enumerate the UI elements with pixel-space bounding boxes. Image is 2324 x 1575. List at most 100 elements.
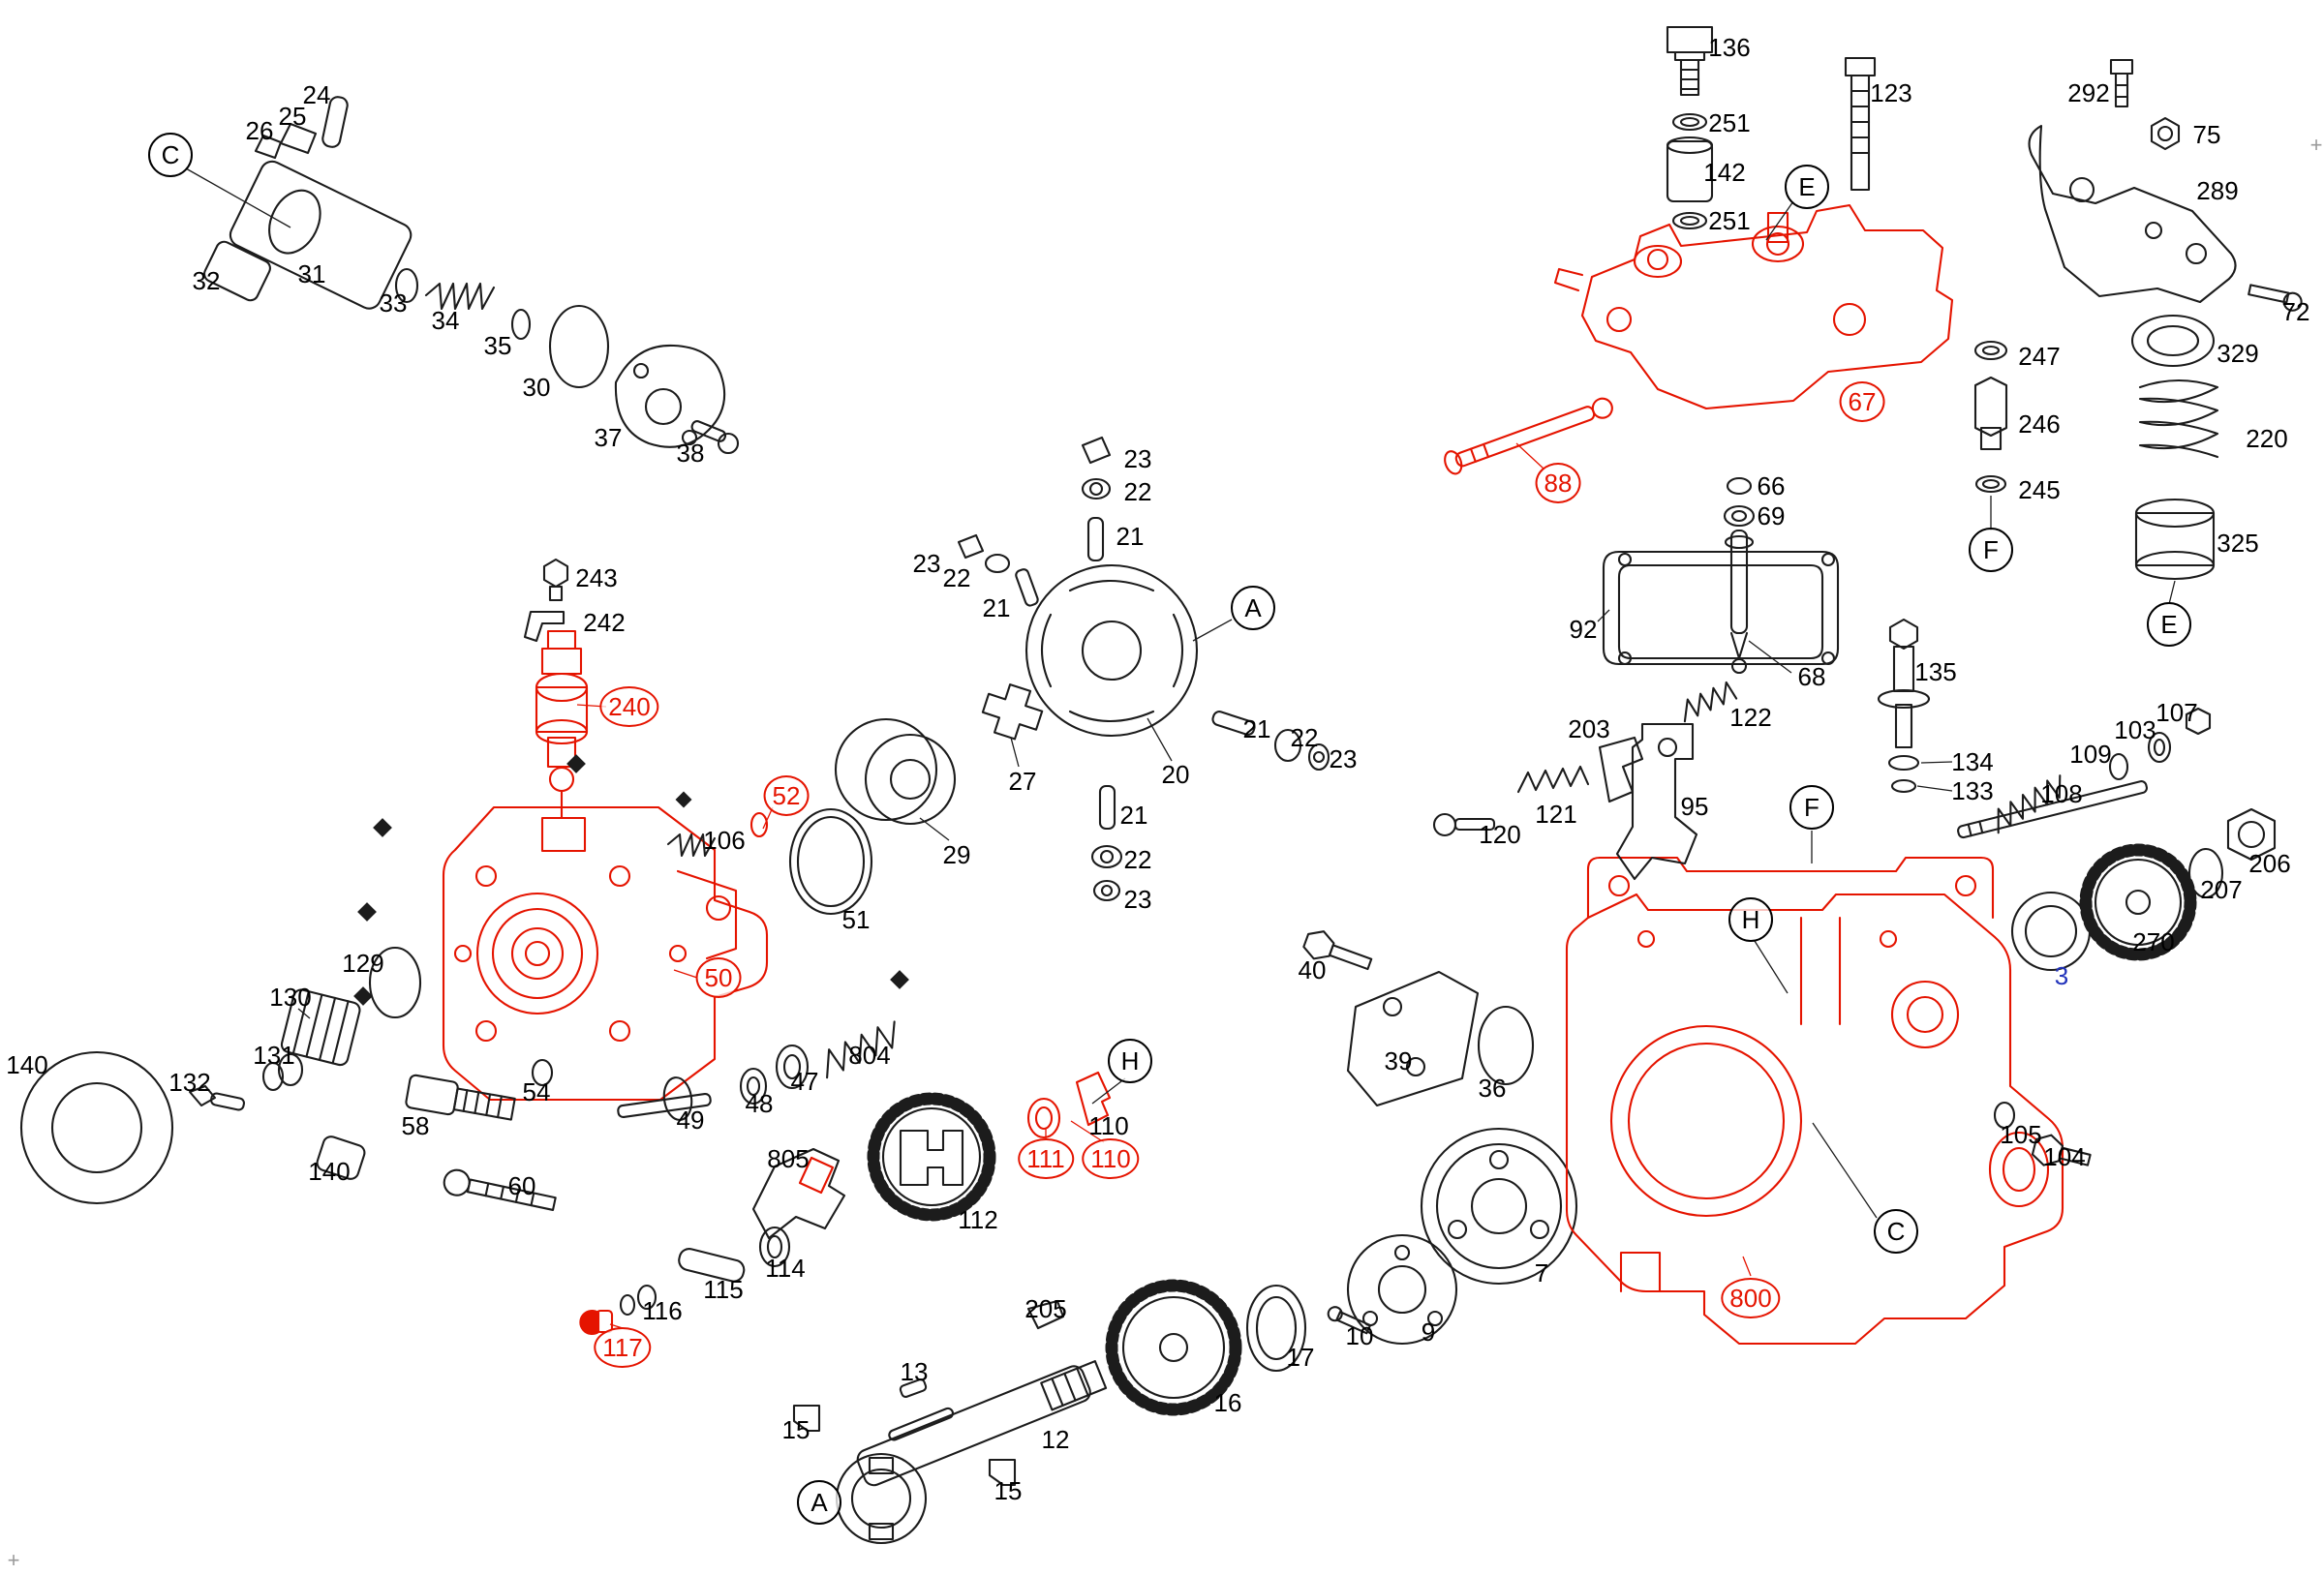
part-number-26: 26 (245, 116, 274, 145)
part-number-205: 205 (1024, 1294, 1067, 1323)
part-link-50[interactable]: 50 (695, 957, 742, 998)
part-number-105: 105 (2000, 1120, 2042, 1149)
part-link-240[interactable]: 240 (599, 686, 659, 727)
part-number-107: 107 (2156, 698, 2198, 727)
part-number-130: 130 (269, 983, 312, 1012)
part-number-21: 21 (982, 593, 1011, 622)
part-bolt-243-bracket-242 (523, 558, 569, 643)
part-link-111[interactable]: 111 (1018, 1138, 1074, 1179)
part-number-247: 247 (2018, 342, 2061, 371)
part-number-805: 805 (767, 1144, 810, 1173)
part-number-23: 23 (1123, 444, 1152, 473)
part-number-58: 58 (401, 1111, 430, 1140)
part-governor-internals (1432, 476, 1756, 881)
section-callout-C: C (1874, 1209, 1918, 1254)
part-number-325: 325 (2217, 529, 2259, 558)
part-number-108: 108 (2040, 779, 2083, 808)
part-link-67[interactable]: 67 (1839, 381, 1885, 422)
part-number-103: 103 (2114, 715, 2156, 744)
part-number-135: 135 (1914, 657, 1957, 686)
part-link-117[interactable]: 117 (594, 1327, 652, 1368)
part-number-23: 23 (1329, 744, 1358, 773)
part-clamps-110-111 (1026, 1071, 1112, 1139)
part-timer-assembly (203, 96, 740, 455)
part-number-68: 68 (1797, 662, 1826, 691)
part-plug-117 (579, 1309, 614, 1335)
part-number-22: 22 (1123, 477, 1152, 506)
part-number-34: 34 (431, 306, 460, 335)
crop-mark: + (7, 1548, 20, 1572)
part-number-206: 206 (2248, 849, 2291, 878)
part-cover-hardware (1666, 25, 1877, 230)
part-number-3[interactable]: 3 (2054, 961, 2069, 990)
part-number-243: 243 (575, 563, 618, 592)
part-number-121: 121 (1535, 800, 1577, 829)
part-number-120: 120 (1479, 820, 1521, 849)
part-number-114: 114 (765, 1254, 806, 1283)
part-number-32: 32 (192, 266, 221, 295)
part-number-242: 242 (583, 608, 626, 637)
part-link-88[interactable]: 88 (1535, 463, 1581, 503)
part-o-ring-51 (788, 807, 873, 916)
part-housing-800 (1565, 856, 2064, 1346)
part-pump-head-50 (442, 805, 769, 1102)
part-number-38: 38 (676, 439, 705, 468)
part-valve-135 (1877, 618, 1931, 794)
part-number-133: 133 (1951, 776, 1994, 805)
part-number-72: 72 (2281, 297, 2310, 326)
part-number-251: 251 (1708, 108, 1751, 137)
part-number-54: 54 (522, 1077, 551, 1106)
part-number-9: 9 (1421, 1318, 1436, 1347)
part-drive-end-right (1957, 707, 2277, 1166)
part-link-52[interactable]: 52 (763, 775, 810, 816)
part-number-246: 246 (2018, 409, 2061, 439)
section-callout-A: A (1231, 586, 1275, 630)
part-delivery-valve-240 (535, 629, 589, 820)
part-number-23: 23 (1123, 885, 1152, 914)
section-callout-C: C (148, 133, 193, 177)
part-number-21: 21 (1242, 714, 1271, 743)
part-number-116: 116 (642, 1296, 683, 1325)
section-callout-E: E (2147, 602, 2191, 647)
part-number-20: 20 (1161, 760, 1190, 789)
part-number-39: 39 (1384, 1046, 1413, 1075)
part-seal-stack-left (19, 946, 896, 1211)
section-callout-H: H (1728, 897, 1773, 942)
part-number-60: 60 (507, 1171, 536, 1200)
part-number-33: 33 (379, 288, 408, 318)
section-callout-E: E (1785, 165, 1829, 209)
part-number-129: 129 (342, 949, 384, 978)
part-number-21: 21 (1116, 522, 1145, 551)
part-number-115: 115 (703, 1275, 744, 1304)
part-number-95: 95 (1680, 792, 1709, 821)
part-number-17: 17 (1286, 1343, 1315, 1372)
part-number-270: 270 (2132, 927, 2175, 956)
part-number-329: 329 (2217, 339, 2259, 368)
part-number-10: 10 (1345, 1321, 1374, 1350)
part-number-203: 203 (1568, 714, 1610, 743)
part-number-140: 140 (6, 1050, 48, 1079)
part-number-22: 22 (1290, 723, 1319, 752)
part-coupling-112 (619, 1092, 996, 1317)
part-number-804: 804 (848, 1041, 891, 1070)
crop-mark: + (2309, 133, 2323, 157)
part-link-110[interactable]: 110 (1082, 1138, 1140, 1179)
part-number-36: 36 (1478, 1074, 1507, 1103)
part-number-24: 24 (302, 80, 331, 109)
part-number-13: 13 (900, 1357, 929, 1386)
part-link-800[interactable]: 800 (1721, 1278, 1781, 1318)
part-guide-805 (751, 1147, 846, 1240)
part-number-37: 37 (594, 423, 623, 452)
part-number-92: 92 (1569, 615, 1598, 644)
part-number-104: 104 (2043, 1142, 2086, 1171)
part-number-140: 140 (308, 1157, 351, 1186)
part-number-30: 30 (522, 373, 551, 402)
part-number-22: 22 (942, 563, 971, 592)
part-number-123: 123 (1870, 78, 1912, 107)
part-shim-17-plate-9-pulley-7 (1245, 1127, 1578, 1373)
part-number-16: 16 (1213, 1388, 1242, 1417)
part-number-25: 25 (278, 102, 307, 131)
part-linkage-right (1973, 58, 2303, 581)
section-callout-F: F (1969, 528, 2013, 572)
